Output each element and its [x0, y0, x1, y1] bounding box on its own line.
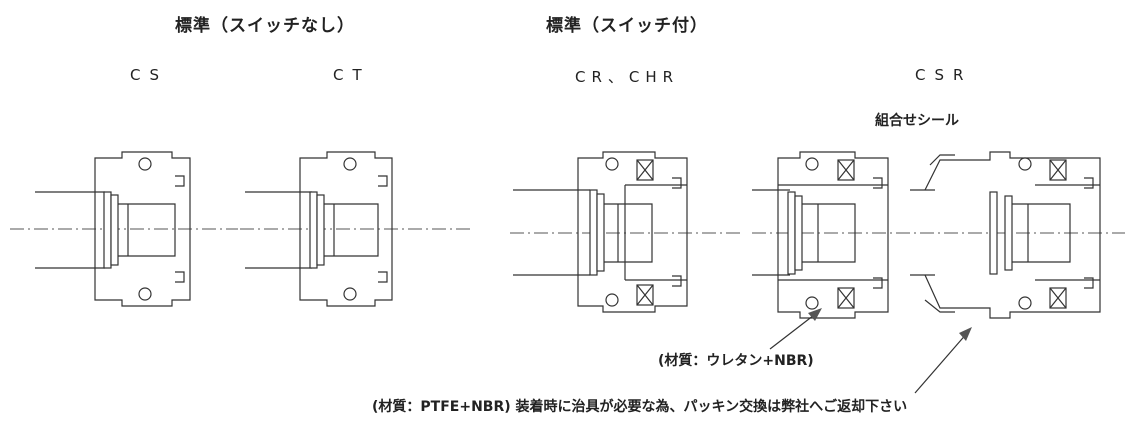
diagram-csr-combo-seal — [910, 151, 1101, 319]
label-combo-seal: 組合せシール — [875, 113, 959, 129]
heading-standard-with-switch: 標準（スイッチ付） — [546, 16, 708, 36]
label-model-ct: CT — [333, 66, 371, 84]
callout-ptfe-material: (材質：PTFE+NBR) 装着時に治具が必要な為、パッキン交換は弊社へご返却下… — [372, 399, 908, 415]
callout-urethane-material: (材質：ウレタン+NBR) — [658, 353, 814, 369]
leader-arrow-ptfe — [914, 327, 972, 394]
label-model-cr-chr: CR、CHR — [575, 68, 680, 86]
label-model-csr: CSR — [915, 66, 973, 84]
diagram-cs — [35, 151, 191, 307]
diagram-cr-chr — [513, 151, 688, 313]
label-model-cs: CS — [130, 66, 168, 84]
diagram-ct — [245, 151, 393, 307]
leader-arrow-urethane — [769, 308, 822, 350]
diagram-csr-standard — [752, 151, 889, 319]
heading-standard-no-switch: 標準（スイッチなし） — [175, 16, 355, 36]
